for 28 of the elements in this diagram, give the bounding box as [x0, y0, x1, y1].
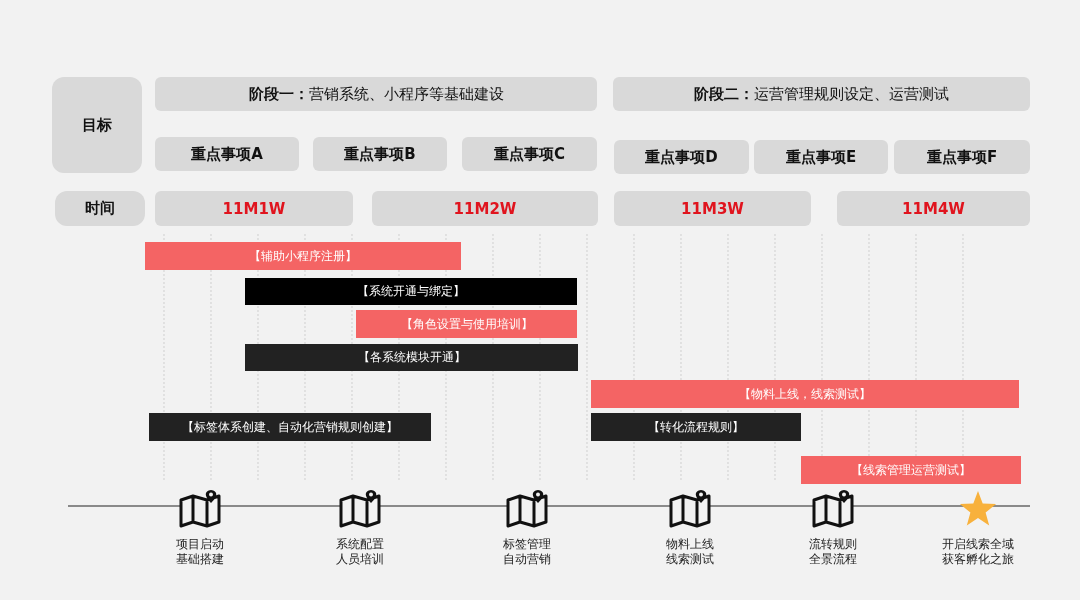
- task-box: 重点事项C: [462, 137, 597, 171]
- task-bar: 【角色设置与使用培训】: [356, 310, 577, 338]
- week-box: 11M4W: [837, 191, 1030, 226]
- task-bar: 【各系统模块开通】: [245, 344, 578, 371]
- milestone-label: 系统配置人员培训: [335, 537, 385, 567]
- milestone-label: 项目启动基础搭建: [175, 537, 225, 567]
- week-box: 11M1W: [155, 191, 353, 226]
- milestone-label: 物料上线线索测试: [665, 537, 715, 567]
- milestone-label: 开启线索全域获客孵化之旅: [941, 537, 1015, 567]
- task-box: 重点事项D: [614, 140, 749, 174]
- task-box: 重点事项A: [155, 137, 299, 171]
- header-box: 目标: [52, 77, 142, 173]
- task-bar: 【标签体系创建、自动化营销规则创建】: [149, 413, 431, 441]
- task-bar: 【系统开通与绑定】: [245, 278, 577, 305]
- task-bar: 【线索管理运营测试】: [801, 456, 1021, 484]
- header-box: 时间: [55, 191, 145, 226]
- task-box: 重点事项B: [313, 137, 447, 171]
- task-bar: 【转化流程规则】: [591, 413, 801, 441]
- milestone-label: 流转规则全景流程: [808, 537, 858, 567]
- task-box: 重点事项F: [894, 140, 1030, 174]
- phase-box: 阶段二：运营管理规则设定、运营测试: [613, 77, 1030, 111]
- task-bar: 【物料上线，线索测试】: [591, 380, 1019, 408]
- week-box: 11M3W: [614, 191, 811, 226]
- task-box: 重点事项E: [754, 140, 888, 174]
- week-box: 11M2W: [372, 191, 598, 226]
- milestone-label: 标签管理自动营销: [502, 537, 552, 567]
- phase-box: 阶段一：营销系统、小程序等基础建设: [155, 77, 597, 111]
- task-bar: 【辅助小程序注册】: [145, 242, 461, 270]
